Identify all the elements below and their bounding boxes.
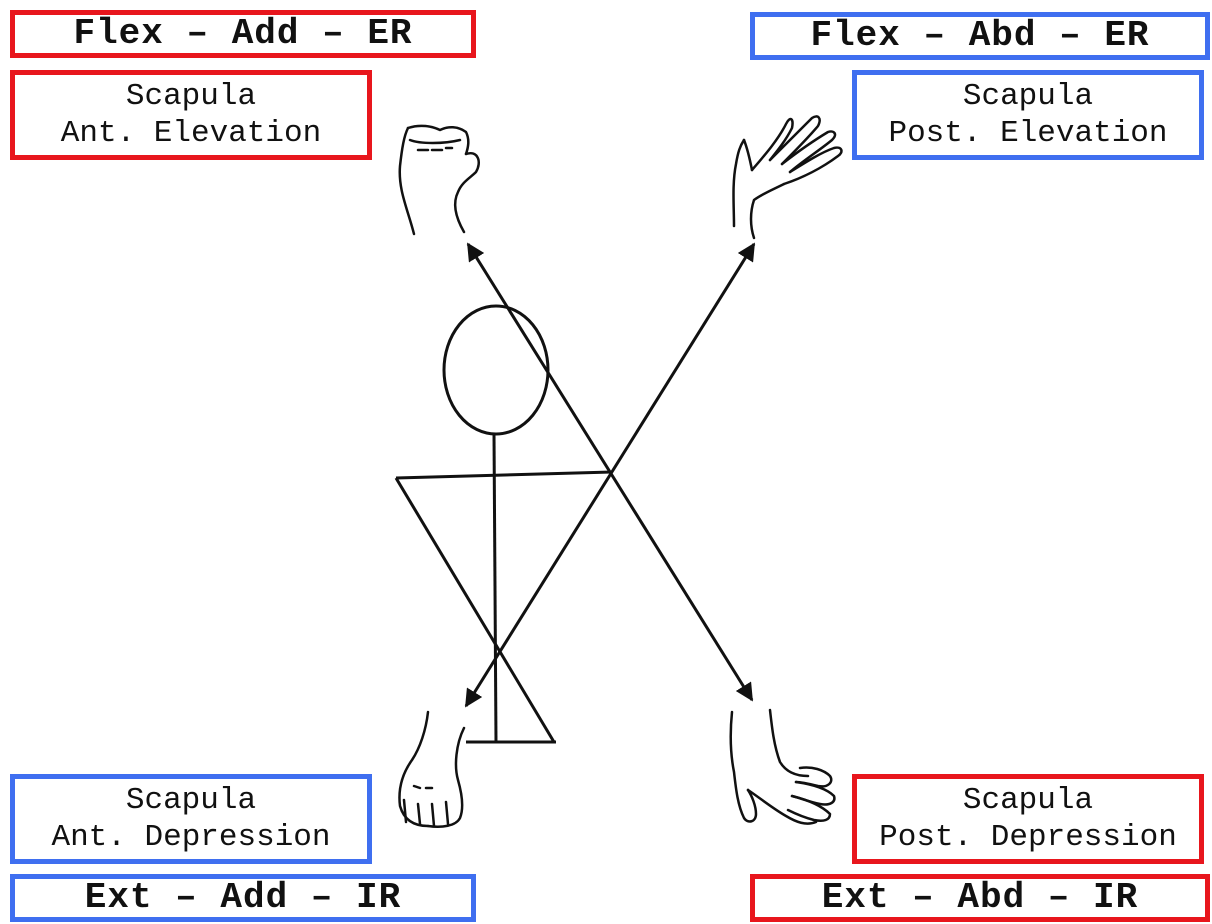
head-shape (442, 304, 550, 436)
bottom-left-pattern-label: Ext – Add – IR (84, 877, 402, 918)
top-left-scapula-title: Scapula (125, 78, 257, 114)
flat-hand-icon (398, 710, 466, 828)
torso-left-line (394, 477, 556, 743)
spine-line (492, 433, 498, 743)
top-right-scapula-title: Scapula (962, 78, 1094, 114)
bottom-left-scapula-box: Scapula Ant. Depression (10, 774, 372, 864)
open-hand-icon (732, 115, 843, 240)
top-right-pattern-box: Flex – Abd – ER (750, 12, 1210, 60)
bottom-left-pattern-box: Ext – Add – IR (10, 874, 476, 922)
diagonal-d2-arrow (466, 242, 754, 702)
bottom-right-pattern-box: Ext – Abd – IR (750, 874, 1210, 922)
top-left-scapula-motion: Ant. Elevation (60, 116, 322, 151)
top-left-scapula-box: Scapula Ant. Elevation (10, 70, 372, 160)
top-left-pattern-box: Flex – Add – ER (10, 10, 476, 58)
top-left-pattern-label: Flex – Add – ER (73, 13, 413, 54)
shoulder-line (395, 470, 613, 480)
top-right-pattern-label: Flex – Abd – ER (810, 15, 1150, 56)
bottom-right-scapula-motion: Post. Depression (879, 820, 1177, 855)
fist-hand-icon (398, 124, 480, 236)
bottom-left-scapula-motion: Ant. Depression (51, 820, 331, 855)
bottom-left-scapula-title: Scapula (125, 782, 257, 818)
bottom-right-pattern-label: Ext – Abd – IR (821, 877, 1139, 918)
top-right-scapula-box: Scapula Post. Elevation (852, 70, 1204, 160)
diagonal-d1-arrow (464, 242, 756, 708)
prone-hand-icon (729, 708, 836, 825)
bottom-right-scapula-box: Scapula Post. Depression (852, 774, 1204, 864)
top-right-scapula-motion: Post. Elevation (888, 116, 1168, 151)
bottom-right-scapula-title: Scapula (962, 782, 1094, 818)
